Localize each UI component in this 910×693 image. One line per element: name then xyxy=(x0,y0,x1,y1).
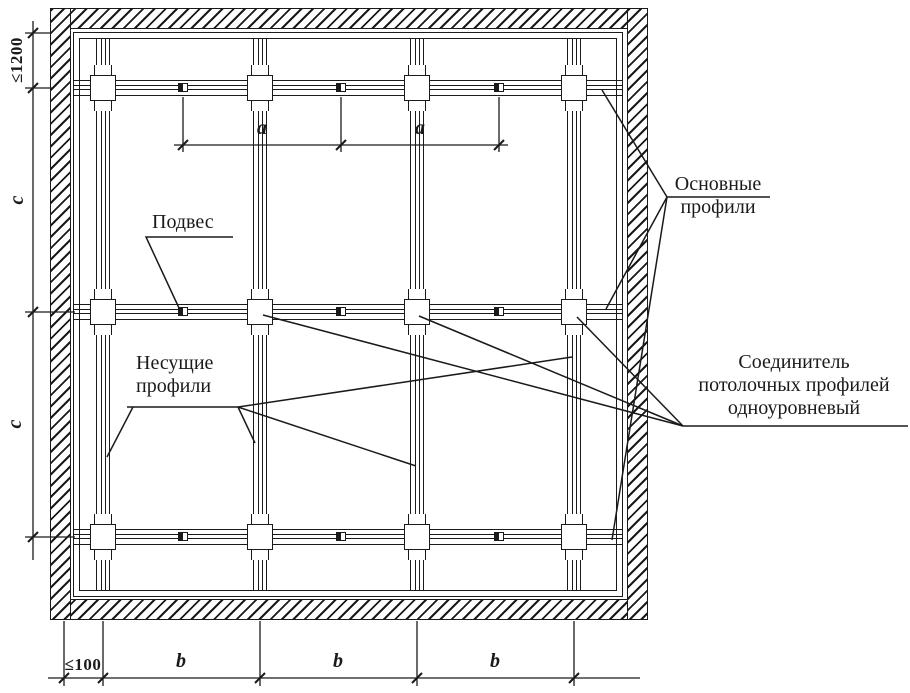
hanger-clip-r1c2 xyxy=(336,83,346,92)
cross-connector-r3c1 xyxy=(90,514,116,560)
wall-right xyxy=(627,8,648,620)
main-profile-3 xyxy=(73,529,623,545)
cross-connector-r2c1 xyxy=(90,289,116,335)
connector-plate xyxy=(561,299,587,325)
cross-connector-r2c3 xyxy=(404,289,430,335)
dim-b-label-1: b xyxy=(176,650,186,672)
dim-edge-offset-vertical-label: ≤1200 xyxy=(7,37,26,83)
bearing-profiles-label-line1: Несущие xyxy=(136,352,214,374)
cross-connector-r1c3 xyxy=(404,65,430,111)
dim-c-label-2: c xyxy=(4,419,26,429)
main-profile-web xyxy=(73,534,623,539)
dim-b-label-3: b xyxy=(490,650,500,672)
connector-plate xyxy=(404,75,430,101)
connector-plate xyxy=(561,524,587,550)
cross-connector-r1c1 xyxy=(90,65,116,111)
cross-connector-r3c3 xyxy=(404,514,430,560)
wall-top xyxy=(50,8,648,29)
wall-left xyxy=(50,8,71,620)
wall-bottom xyxy=(50,599,648,620)
main-profiles-label: Основные профили xyxy=(660,173,776,219)
connector-plate xyxy=(247,524,273,550)
cross-connector-r3c4 xyxy=(561,514,587,560)
cross-connector-r3c2 xyxy=(247,514,273,560)
hanger-label: Подвес xyxy=(152,211,214,233)
cross-connector-r2c4 xyxy=(561,289,587,335)
connector-label: Соединитель потолочных профилей одноуров… xyxy=(674,351,910,420)
hanger-clip-r3c3 xyxy=(494,532,504,541)
hanger-clip-r3c1 xyxy=(178,532,188,541)
hanger-clip-r2c3 xyxy=(494,307,504,316)
connector-plate xyxy=(404,299,430,325)
connector-plate xyxy=(90,299,116,325)
main-profile-web xyxy=(73,309,623,314)
connector-plate xyxy=(247,75,273,101)
hanger-clip-r3c2 xyxy=(336,532,346,541)
dim-c-label-1: c xyxy=(6,195,28,205)
connector-label-line1: Соединитель xyxy=(738,351,850,373)
dim-edge-offset-horizontal-label: ≤100 xyxy=(64,655,102,674)
dim-b-label-2: b xyxy=(333,650,343,672)
cross-connector-r2c2 xyxy=(247,289,273,335)
bearing-profiles-label-line2: профили xyxy=(136,375,212,397)
hanger-clip-r2c1 xyxy=(178,307,188,316)
main-profiles-label-line2: профили xyxy=(680,196,756,218)
main-profiles-label-line1: Основные xyxy=(674,173,762,195)
connector-label-line3: одноуровневый xyxy=(727,397,861,419)
hanger-clip-r1c1 xyxy=(178,83,188,92)
hanger-clip-r1c3 xyxy=(494,83,504,92)
connector-plate xyxy=(90,75,116,101)
dim-a-label-2: a xyxy=(415,117,425,139)
main-profile-web xyxy=(73,85,623,90)
connector-plate xyxy=(404,524,430,550)
cross-connector-r1c2 xyxy=(247,65,273,111)
hanger-clip-r2c2 xyxy=(336,307,346,316)
main-profile-1 xyxy=(73,80,623,96)
bearing-profiles-label: Несущие профили xyxy=(136,352,213,398)
main-profile-2 xyxy=(73,304,623,320)
connector-plate xyxy=(247,299,273,325)
connector-label-line2: потолочных профилей xyxy=(698,374,890,396)
connector-plate xyxy=(90,524,116,550)
connector-plate xyxy=(561,75,587,101)
cross-connector-r1c4 xyxy=(561,65,587,111)
dim-a-label-1: a xyxy=(257,117,267,139)
